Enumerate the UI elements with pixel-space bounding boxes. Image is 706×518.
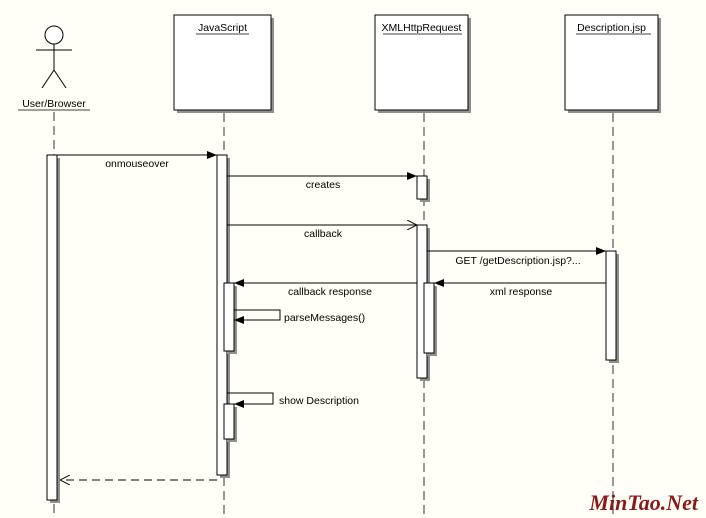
activation-javascript-callback <box>223 282 237 354</box>
participant-xmlhttprequest: XMLHttpRequest <box>374 14 471 113</box>
actor-user-browser: User/Browser <box>18 25 90 111</box>
message-label-xml-response: xml response <box>490 286 553 298</box>
participant-javascript: JavaScript <box>173 14 274 113</box>
message-label-parse-messages: parseMessages() <box>284 312 365 324</box>
activation-javascript-show <box>223 403 237 442</box>
participant-description-jsp: Description.jsp <box>564 14 661 113</box>
message-arrow-show-description <box>227 392 274 408</box>
message-label-callback: callback <box>304 228 343 240</box>
message-label-get: GET /getDescription.jsp?... <box>455 255 580 267</box>
message-label-callback-response: callback response <box>288 286 372 298</box>
message-label-onmouseover: onmouseover <box>105 158 169 170</box>
message-label-show-description: show Description <box>279 395 359 407</box>
participant-label-javascript: JavaScript <box>198 22 247 34</box>
activation-description-jsp <box>605 250 619 363</box>
message-arrow-parse-messages <box>234 309 281 324</box>
actor-label: User/Browser <box>22 98 86 110</box>
activation-xhr-inner <box>423 282 437 356</box>
message-label-creates: creates <box>306 179 340 191</box>
stick-figure-icon <box>36 25 72 89</box>
activation-user-browser <box>46 154 60 503</box>
activation-xhr-create <box>416 175 430 202</box>
participant-label-xmlhttprequest: XMLHttpRequest <box>382 22 462 34</box>
participant-label-description-jsp: Description.jsp <box>577 22 646 34</box>
watermark-text: MinTao.Net <box>588 490 698 515</box>
